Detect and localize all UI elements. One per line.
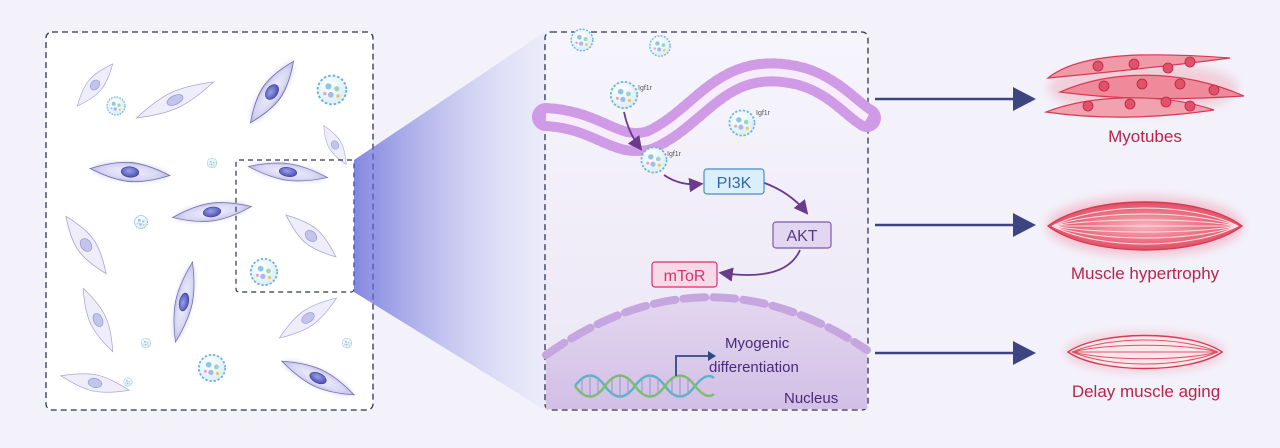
outcome-label: Delay muscle aging xyxy=(1072,382,1220,401)
mtor-node: mToR xyxy=(651,261,718,288)
outcome-label: Myotubes xyxy=(1108,127,1182,146)
svg-text:AKT: AKT xyxy=(786,228,817,245)
pi3k-node: PI3K xyxy=(703,168,765,195)
svg-text:PI3K: PI3K xyxy=(717,175,752,192)
zoom-cone xyxy=(354,32,545,410)
myogenic-label: Myogenic xyxy=(725,335,790,352)
muscle-fiber-icon xyxy=(1046,196,1244,256)
dna-icon xyxy=(574,351,716,398)
cell-culture-panel xyxy=(45,31,374,411)
nucleus xyxy=(542,293,871,409)
signaling-panel: Igf1r Igf1r Igf1r PI3K AKT mToR xyxy=(532,28,881,411)
myotube-icon xyxy=(1043,54,1245,118)
cell-membrane xyxy=(532,58,881,156)
pathway-arrow xyxy=(623,111,809,282)
differentiation-label: differentiation xyxy=(709,359,799,376)
igf1r-label: Igf1r xyxy=(667,151,682,158)
outcome-arrows xyxy=(875,87,1036,365)
akt-node: AKT xyxy=(772,221,832,249)
igf1r-label: Igf1r xyxy=(638,85,653,92)
muscle-fiber-icon xyxy=(1065,332,1225,372)
igf1r-label: Igf1r xyxy=(756,110,771,117)
zoom-region xyxy=(235,159,355,293)
nucleus-label: Nucleus xyxy=(784,390,838,407)
svg-text:mToR: mToR xyxy=(664,268,706,285)
outcome-label: Muscle hypertrophy xyxy=(1071,264,1220,283)
